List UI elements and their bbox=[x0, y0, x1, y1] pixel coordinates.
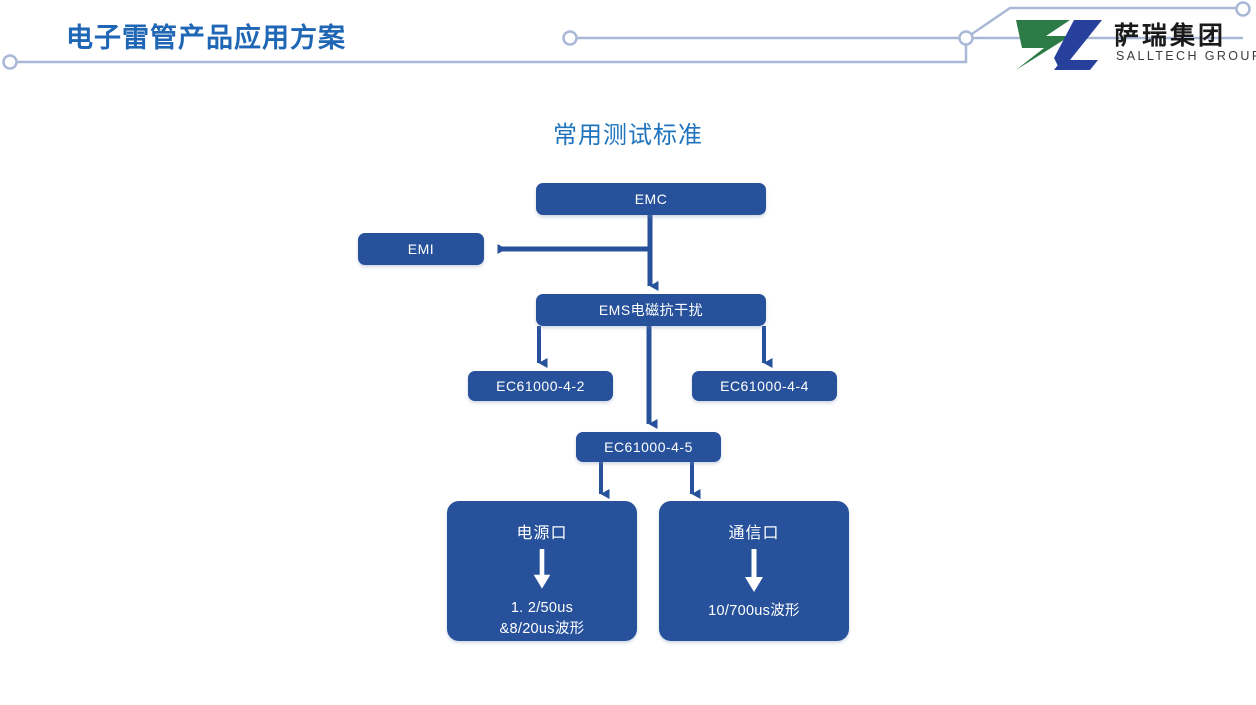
node-power-port-line1: 1. 2/50us bbox=[510, 599, 574, 616]
node-comm-port[interactable]: 通信口 10/700us波形 bbox=[659, 501, 849, 641]
node-iec61000-4-5[interactable]: EC61000-4-5 bbox=[576, 432, 721, 462]
node-iec61000-4-4[interactable]: EC61000-4-4 bbox=[692, 371, 837, 401]
slide-title: 常用测试标准 bbox=[553, 122, 703, 149]
node-iec61000-4-4-label: EC61000-4-4 bbox=[720, 378, 809, 394]
page-title: 电子雷管产品应用方案 bbox=[66, 23, 346, 53]
node-power-port-line2: &8/20us波形 bbox=[499, 621, 585, 638]
node-emc-label: EMC bbox=[634, 191, 668, 207]
logo-name-en: SALLTECH GROUP bbox=[1116, 49, 1256, 63]
page-header: 电子雷管产品应用方案 萨瑞集团 SALLTECH GROUP bbox=[0, 0, 1256, 92]
node-iec61000-4-2-label: EC61000-4-2 bbox=[496, 378, 585, 394]
down-arrow-icon bbox=[745, 549, 763, 592]
node-comm-port-heading: 通信口 bbox=[728, 525, 780, 542]
node-power-port-heading: 电源口 bbox=[516, 525, 568, 542]
header-decoration-lines bbox=[2, 1, 1251, 70]
node-ems-label: EMS电磁抗干扰 bbox=[598, 302, 704, 318]
logo-mark-icon bbox=[1016, 20, 1102, 70]
node-iec61000-4-2[interactable]: EC61000-4-2 bbox=[468, 371, 613, 401]
node-comm-port-line1: 10/700us波形 bbox=[708, 603, 800, 619]
logo-name-cn: 萨瑞集团 bbox=[1114, 22, 1227, 50]
node-iec61000-4-5-label: EC61000-4-5 bbox=[604, 439, 693, 455]
node-emi[interactable]: EMI bbox=[358, 233, 484, 265]
node-emi-label: EMI bbox=[407, 241, 435, 257]
company-logo: 萨瑞集团 SALLTECH GROUP bbox=[1010, 14, 1256, 76]
down-arrow-icon bbox=[533, 549, 551, 589]
node-ems[interactable]: EMS电磁抗干扰 bbox=[536, 294, 766, 326]
node-emc[interactable]: EMC bbox=[536, 183, 766, 215]
node-power-port[interactable]: 电源口 1. 2/50us &8/20us波形 bbox=[447, 501, 637, 641]
